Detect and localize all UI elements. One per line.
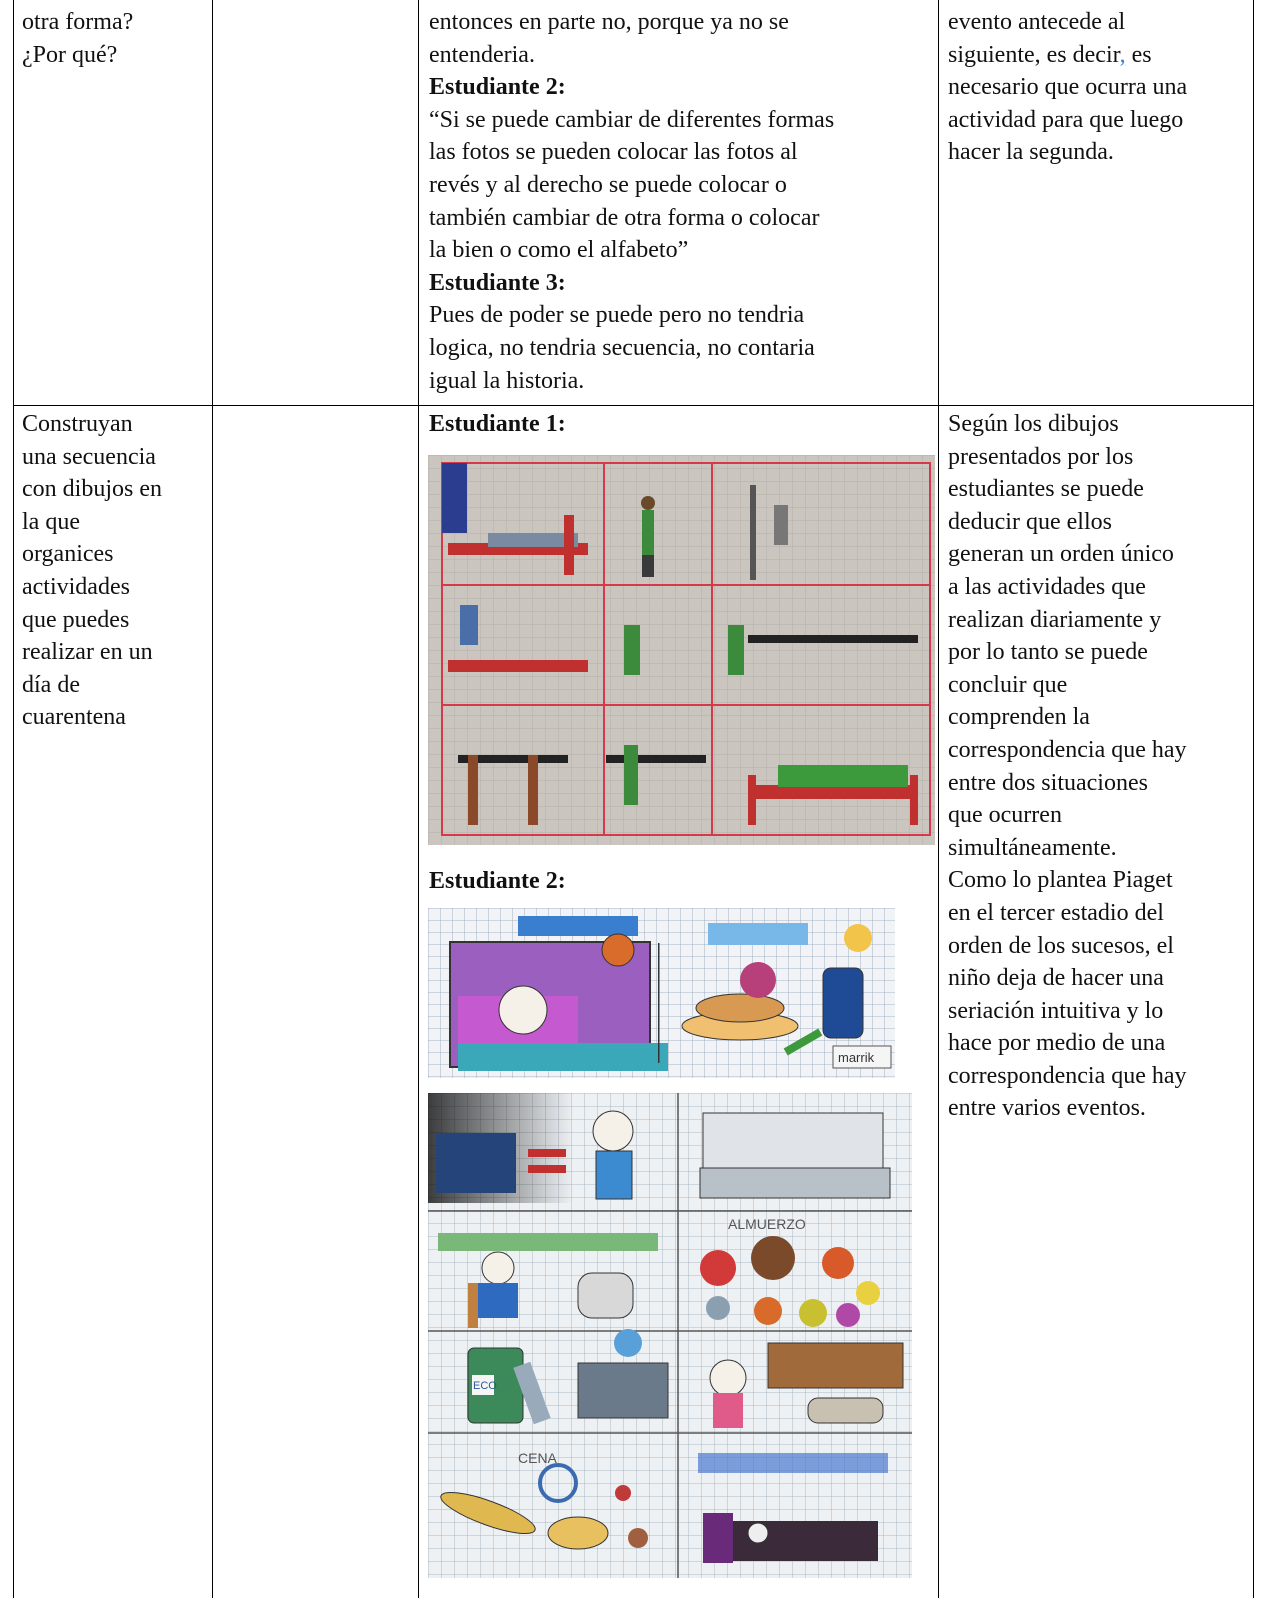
drawing-label: CENA: [518, 1450, 558, 1466]
analysis-line: simultáneamente.: [948, 834, 1117, 861]
analysis-line: generan un orden único: [948, 541, 1174, 568]
response-line: las fotos se pueden colocar las fotos al: [429, 139, 798, 166]
response-line: logica, no tendria secuencia, no contari…: [429, 334, 815, 361]
student-label: Estudiante 2:: [429, 868, 566, 894]
response-line: igual la historia.: [429, 367, 585, 394]
analysis-line: seriación intuitiva y lo: [948, 997, 1164, 1024]
analysis-line: correspondencia que hay: [948, 1062, 1187, 1089]
comment-link[interactable]: ,: [1119, 41, 1126, 68]
response-line: la bien o como el alfabeto”: [429, 237, 689, 264]
question-line: la que: [22, 508, 80, 535]
analysis-line: evento antecede al: [948, 9, 1126, 35]
row2-analysis-cell: Según los dibujos presentados por los es…: [948, 408, 1248, 1125]
question-line: una secuencia: [22, 443, 156, 470]
analysis-line: hace por medio de una: [948, 1030, 1166, 1057]
question-line: actividades: [22, 573, 130, 600]
student-label: Estudiante 1:: [429, 411, 566, 437]
row2-question-cell: Construyan una secuencia con dibujos en …: [22, 408, 207, 734]
analysis-line: por lo tanto se puede: [948, 639, 1148, 666]
student-label: Estudiante 2:: [429, 74, 566, 101]
analysis-line: orden de los sucesos, el: [948, 932, 1174, 959]
analysis-line: presentados por los: [948, 443, 1134, 470]
response-line: revés y al derecho se puede colocar o: [429, 171, 787, 198]
analysis-line: que ocurren: [948, 802, 1062, 829]
analysis-line: realizan diariamente y: [948, 606, 1162, 633]
analysis-line: comprenden la: [948, 704, 1090, 731]
student2-drawing-day: ALMUERZO ECO CENA: [428, 1093, 912, 1578]
question-line: ¿Por qué?: [22, 41, 118, 68]
analysis-line: Según los dibujos: [948, 411, 1119, 437]
drawing-label: ALMUERZO: [728, 1216, 806, 1232]
student1-drawing: [428, 455, 935, 845]
analysis-line: siguiente, es decir, es: [948, 41, 1152, 68]
response-line: también cambiar de otra forma o colocar: [429, 204, 820, 231]
question-line: realizar en un: [22, 639, 153, 666]
table-divider-col1: [212, 0, 213, 1598]
analysis-line: entre dos situaciones: [948, 769, 1148, 796]
row1-analysis-cell: evento antecede al siguiente, es decir, …: [948, 6, 1248, 169]
question-line: con dibujos en: [22, 476, 162, 503]
analysis-line: correspondencia que hay: [948, 736, 1187, 763]
analysis-line: estudiantes se puede: [948, 476, 1144, 503]
table-divider-col3: [938, 0, 939, 1598]
student-label: Estudiante 3:: [429, 269, 566, 296]
table-border-left: [13, 0, 14, 1598]
question-line: organices: [22, 541, 114, 568]
drawing-signature: marrik: [838, 1050, 875, 1065]
response-line: Pues de poder se puede pero no tendria: [429, 302, 805, 329]
analysis-line: concluir que: [948, 671, 1068, 698]
table-divider-col2: [418, 0, 419, 1598]
row1-question-cell: otra forma? ¿Por qué?: [22, 6, 207, 71]
analysis-line: actividad para que luego: [948, 106, 1184, 133]
row1-responses-cell: entonces en parte no, porque ya no se en…: [429, 6, 934, 397]
analysis-line: deducir que ellos: [948, 508, 1112, 535]
analysis-line: niño deja de hacer una: [948, 965, 1164, 992]
analysis-line: Como lo plantea Piaget: [948, 867, 1173, 894]
student2-drawing-morning: marrik: [428, 908, 895, 1078]
analysis-line: necesario que ocurra una: [948, 74, 1188, 101]
question-line: otra forma?: [22, 9, 134, 35]
question-line: Construyan: [22, 411, 133, 437]
row-divider: [13, 405, 1254, 406]
question-line: que puedes: [22, 606, 130, 633]
analysis-line: hacer la segunda.: [948, 139, 1114, 166]
response-line: “Si se puede cambiar de diferentes forma…: [429, 106, 835, 133]
response-line: entonces en parte no, porque ya no se: [429, 9, 789, 35]
question-line: cuarentena: [22, 704, 126, 731]
analysis-line: en el tercer estadio del: [948, 899, 1164, 926]
question-line: día de: [22, 671, 80, 698]
response-line: entenderia.: [429, 41, 535, 68]
analysis-line: a las actividades que: [948, 573, 1146, 600]
analysis-line: entre varios eventos.: [948, 1095, 1146, 1122]
drawing-label: ECO: [473, 1380, 497, 1392]
table-border-right: [1253, 0, 1254, 1598]
